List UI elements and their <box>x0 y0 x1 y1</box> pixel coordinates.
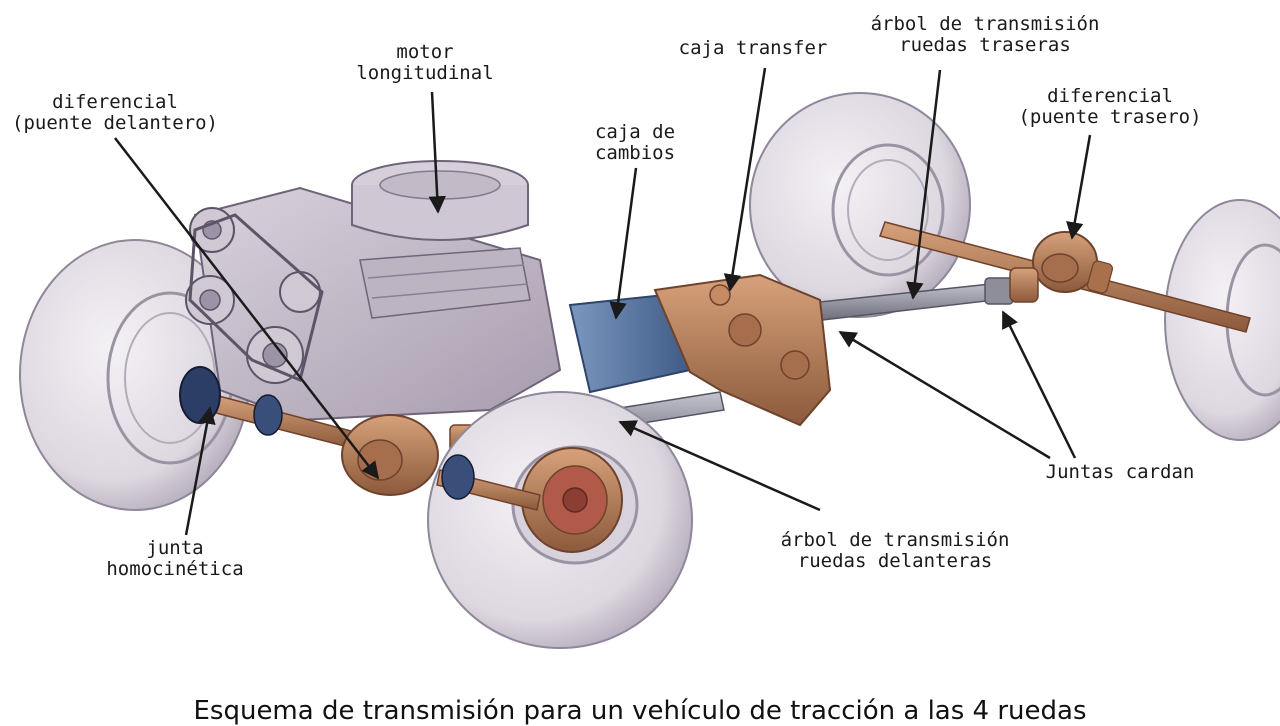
arrow-diff-rear <box>1066 134 1092 240</box>
arrow-rear-shaft <box>906 69 942 300</box>
arrow-gearbox <box>609 167 638 320</box>
engine-block <box>185 160 562 422</box>
label-cardan: Juntas cardan <box>1045 461 1195 483</box>
arrow-transfer <box>723 67 767 292</box>
rear-axle <box>879 221 1251 333</box>
arrow-cv-joint <box>184 406 216 536</box>
front-right-wheel <box>427 391 693 649</box>
callout-arrows <box>114 67 1092 536</box>
rear-drive-shaft <box>819 267 1039 321</box>
figure-caption: Esquema de transmisión para un vehículo … <box>193 696 1087 726</box>
arrow-diff-front <box>114 137 380 480</box>
label-diff-rear: diferencial(puente trasero) <box>1018 85 1202 128</box>
arrow-motor <box>428 91 446 214</box>
arrow-cardan-1 <box>838 330 1051 460</box>
transfer-case <box>653 273 832 427</box>
label-transfer: caja transfer <box>678 37 828 59</box>
arrow-cardan-2 <box>1001 310 1077 459</box>
arrow-front-shaft <box>618 420 821 512</box>
front-axle <box>179 366 541 511</box>
label-diff-front: diferencial(puente delantero) <box>12 91 218 134</box>
rear-left-wheel <box>749 92 971 318</box>
